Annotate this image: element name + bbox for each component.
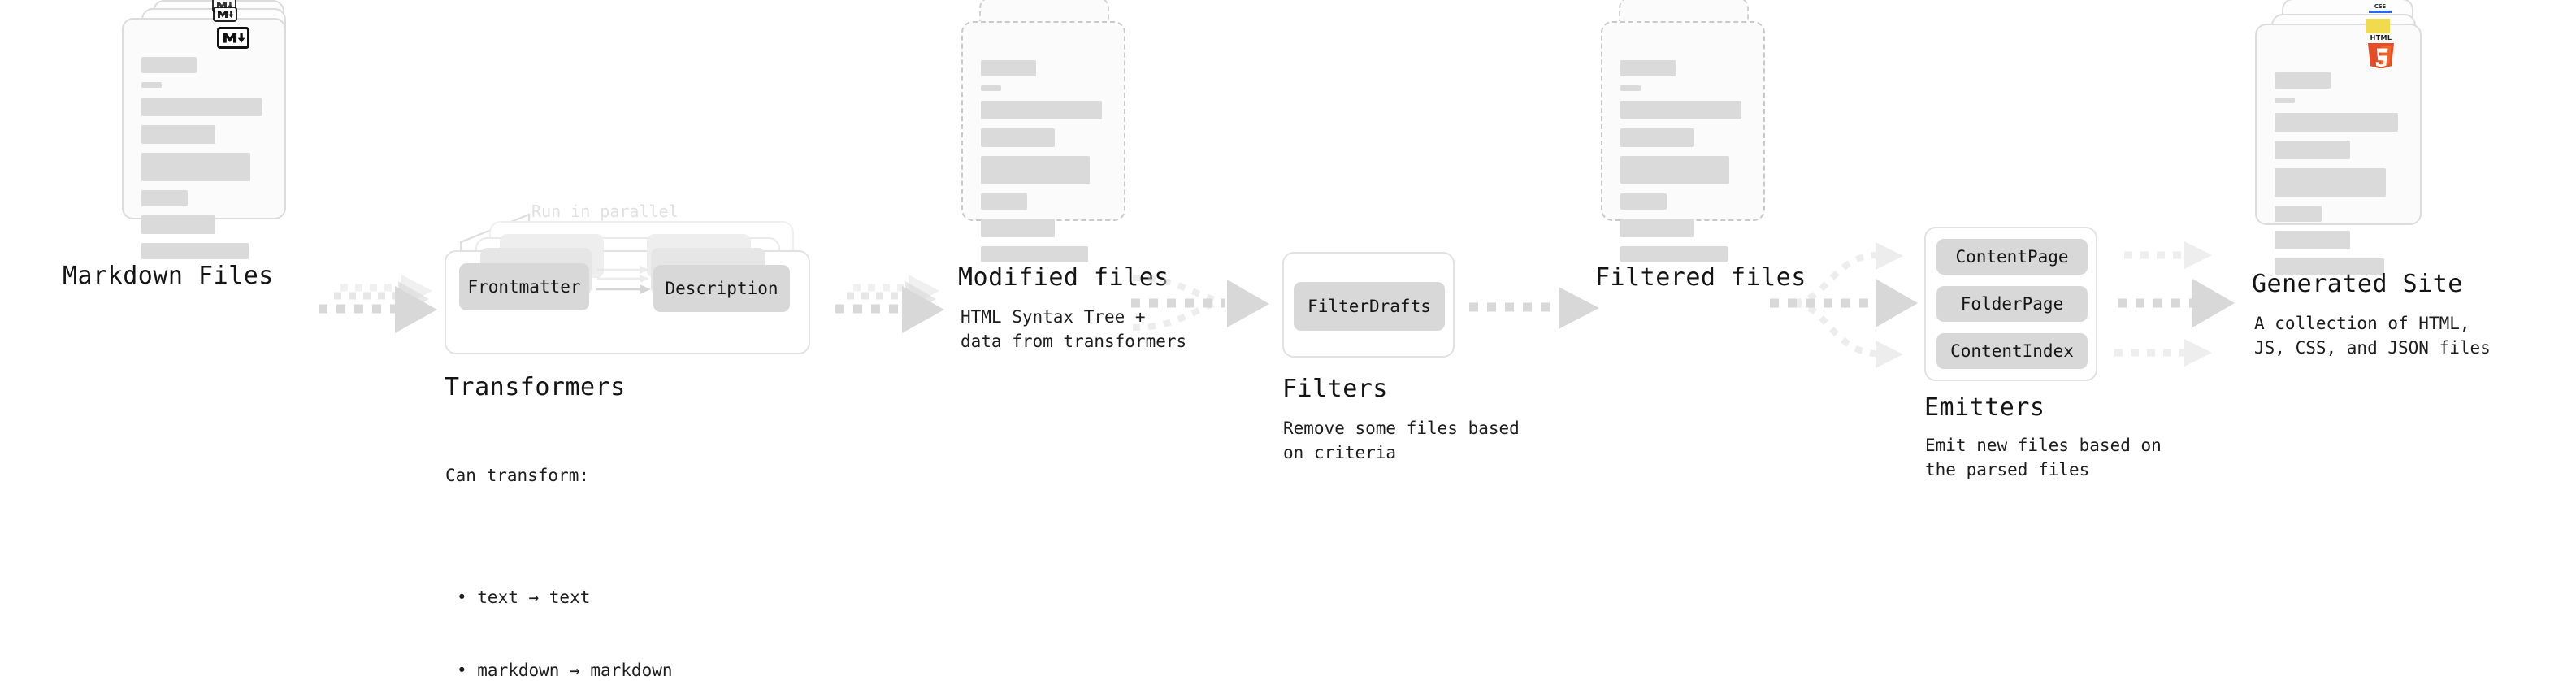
- html5-icon: HTML: [2366, 33, 2396, 72]
- stage-filtered-files: Filtered files: [1595, 0, 1806, 681]
- transformers-bullets: • text → text • markdown → markdown • ht…: [445, 536, 673, 681]
- transformer-box-front: x x x x Frontmatter Description: [445, 234, 810, 354]
- modified-document-stack: [961, 0, 1140, 262]
- stage-desc-transformers: Can transform: • text → text • markdown …: [445, 414, 673, 681]
- document-placeholder-lines: [2275, 72, 2402, 284]
- markdown-icon-back-1: [213, 7, 237, 22]
- markdown-icon: [217, 27, 249, 49]
- document-placeholder-lines: [1620, 60, 1746, 271]
- connector-modified-to-filters: [1131, 275, 1269, 331]
- markdown-document-stack: [122, 0, 309, 260]
- stage-title-filters: Filters: [1282, 375, 1388, 403]
- css-icon: CSS: [2368, 3, 2392, 15]
- connector-markdown-to-transformers: [319, 275, 437, 333]
- inner-transformer-arrows: [596, 266, 651, 294]
- stage-desc-filters: Remove some files based on criteria: [1283, 419, 1520, 462]
- stage-generated-site: CSS HTML Generated Site A collection of …: [2252, 0, 2499, 681]
- css-icon-bar: [2369, 11, 2392, 13]
- stage-title-markdown-files: Markdown Files: [63, 262, 274, 290]
- document-card-front: [961, 21, 1125, 262]
- css-icon-label: CSS: [2374, 3, 2387, 10]
- plugin-chip-folderpage[interactable]: FolderPage: [1936, 286, 2088, 322]
- run-in-parallel-label: Run in parallel: [531, 202, 679, 221]
- emitters-box: ContentPage FolderPage ContentIndex: [1924, 227, 2097, 381]
- stage-markdown-files: Markdown Files: [63, 0, 333, 681]
- plugin-chip-contentindex[interactable]: ContentIndex: [1936, 333, 2088, 369]
- svg-text:HTML: HTML: [2370, 34, 2392, 41]
- plugin-chip-description[interactable]: Description: [653, 265, 790, 312]
- stage-modified-files: Modified files HTML Syntax Tree + data f…: [958, 0, 1186, 681]
- generated-site-document-stack: CSS HTML: [2255, 0, 2458, 275]
- connector-filtered-to-emitters: [1770, 242, 1918, 368]
- transformers-desc-heading: Can transform:: [445, 466, 590, 485]
- connector-transformers-to-modified: [835, 275, 944, 333]
- plugin-chip-contentpage[interactable]: ContentPage: [1936, 239, 2088, 275]
- stage-title-modified-files: Modified files: [958, 263, 1169, 292]
- stage-title-generated-site: Generated Site: [2252, 270, 2463, 298]
- document-placeholder-lines: [981, 60, 1106, 271]
- document-card-front: [1601, 21, 1765, 262]
- filters-box: FilterDrafts: [1282, 252, 1455, 358]
- filtered-document-stack: [1601, 0, 1780, 262]
- document-placeholder-lines: [141, 57, 267, 268]
- stage-emitters: ContentPage FolderPage ContentIndex Emit…: [1924, 0, 2168, 681]
- js-icon: [2366, 19, 2390, 33]
- stage-desc-modified-files: HTML Syntax Tree + data from transformer…: [961, 307, 1187, 351]
- connector-emitters-to-site: [2114, 241, 2235, 367]
- plugin-chip-filterdrafts[interactable]: FilterDrafts: [1294, 282, 1445, 331]
- stage-filters: FilterDrafts Filters Remove some files b…: [1282, 0, 1520, 681]
- stage-title-filtered-files: Filtered files: [1595, 263, 1806, 292]
- stage-title-emitters: Emitters: [1924, 393, 2045, 422]
- document-card-front: [122, 18, 286, 259]
- transformers-bullet-1: • markdown → markdown: [457, 661, 673, 680]
- stage-title-transformers: Transformers: [445, 373, 626, 401]
- stage-transformers: Run in parallel x x x x Frontmatter Desc…: [445, 0, 826, 681]
- stage-desc-emitters: Emit new files based on the parsed files: [1925, 436, 2162, 479]
- stage-desc-generated-site: A collection of HTML, JS, CSS, and JSON …: [2254, 314, 2491, 358]
- document-card-front: [2255, 24, 2422, 275]
- transformers-bullet-0: • text → text: [457, 588, 591, 607]
- plugin-chip-frontmatter[interactable]: Frontmatter: [459, 263, 589, 310]
- connector-filters-to-filtered: [1469, 287, 1599, 329]
